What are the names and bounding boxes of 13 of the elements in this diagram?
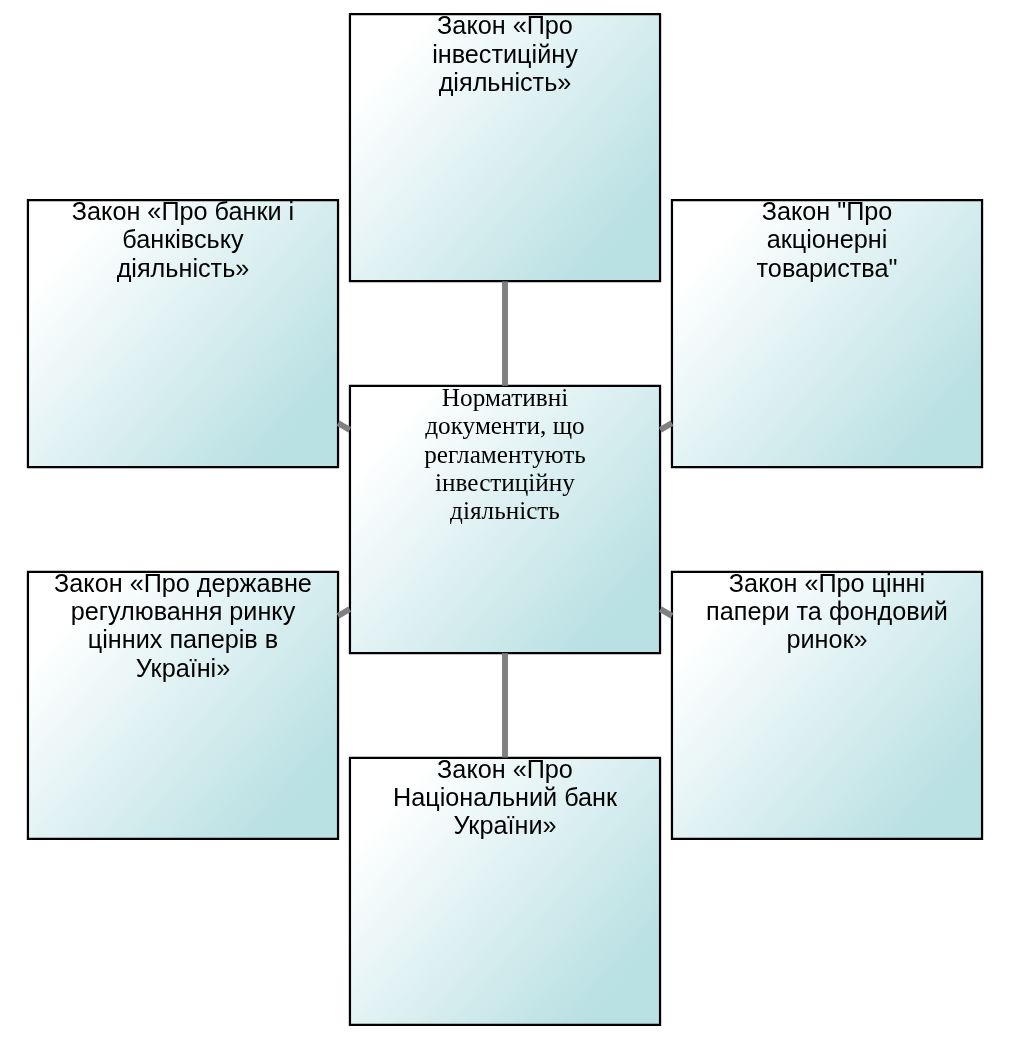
node-box: Закон «Про державне регулювання ринку цінних паперів в Україні» bbox=[26, 570, 339, 841]
node-box: Закон "Про акціонерні товариства" bbox=[670, 198, 983, 469]
connector bbox=[658, 420, 673, 433]
connector bbox=[501, 653, 508, 758]
node-box: Закон «Про цінні папери та фондовий ринок» bbox=[670, 570, 983, 841]
connector bbox=[501, 281, 508, 386]
node-box: Нормативні документи, що регламентують інвестиційну діяльність bbox=[348, 384, 661, 655]
node-box: Закон «Про інвестиційну діяльність» bbox=[348, 13, 661, 283]
connector bbox=[336, 420, 351, 433]
node-box: Закон «Про банки і банківську діяльність» bbox=[26, 198, 339, 469]
node-box: Закон «Про Національний банк України» bbox=[348, 756, 661, 1026]
connector bbox=[658, 606, 673, 619]
connector bbox=[336, 606, 351, 619]
